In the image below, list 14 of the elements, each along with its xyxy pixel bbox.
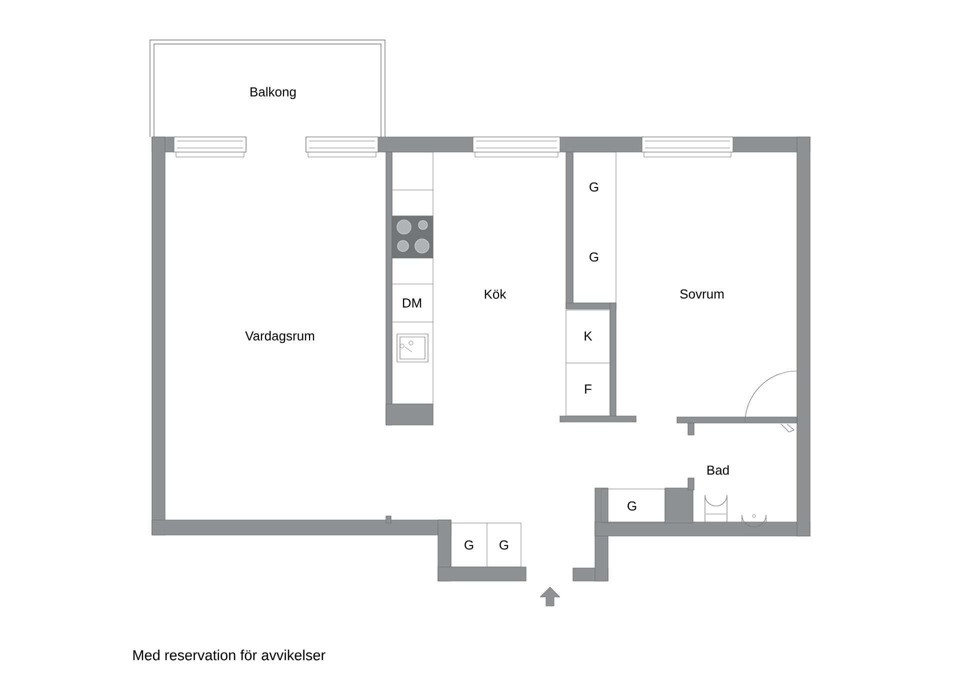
room-label: Vardagsrum [245,330,314,344]
cabinet-label: G [590,182,598,192]
room-label: Bad [708,465,729,475]
room-label: Kök [484,289,506,299]
cabinet-label: F [585,384,592,394]
cabinet-label: G [628,501,636,511]
room-label: Balkong [250,86,296,100]
cabinet-label: G [464,540,474,550]
caption: Med reservation för avvikelser [133,650,326,660]
cabinet-label: G [500,540,508,550]
cabinet-label: K [584,332,592,340]
cabinet-label: G [590,252,598,262]
cabinet-label: DM [402,298,422,308]
room-label: Sovrum [680,289,724,299]
